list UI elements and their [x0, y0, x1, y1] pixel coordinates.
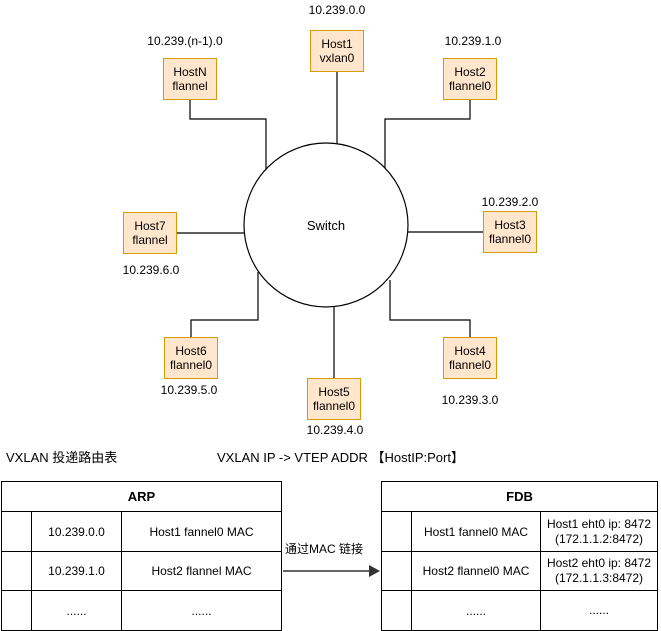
host-name: Host1	[321, 37, 353, 51]
fdb-table: FDB Host1 fannel0 MAC Host1 eht0 ip: 847…	[381, 481, 658, 631]
empty-cell	[1, 551, 32, 591]
host-node-host6: Host6 flannel0	[164, 337, 218, 379]
empty-cell	[1, 590, 32, 631]
arp-mac-cell: ......	[121, 590, 282, 631]
link-hostN-switch	[189, 100, 267, 170]
subnet-label-host4: 10.239.3.0	[441, 393, 499, 407]
caption-routing-table: VXLAN 投递路由表	[6, 450, 118, 465]
arp-mac-cell: Host2 flannel MAC	[121, 551, 282, 591]
table-row: Host2 flannel0 MAC Host2 eht0 ip: 8472 (…	[381, 551, 658, 591]
caption-vtep-mapping: VXLAN IP -> VTEP ADDR 【HostIP:Port】	[217, 450, 464, 465]
arp-mac-cell: Host1 fannel0 MAC	[121, 511, 282, 552]
host-name: Host7	[134, 219, 166, 233]
fdb-vtep-cell: Host1 eht0 ip: 8472 (172.1.1.2:8472)	[540, 511, 658, 552]
fdb-vtep-cell: Host2 eht0 ip: 8472 (172.1.1.3:8472)	[540, 551, 658, 591]
host-node-host5: Host5 flannel0	[307, 378, 361, 420]
mac-link-arrow-label: 通过MAC 链接	[285, 542, 364, 556]
subnet-label-host2: 10.239.1.0	[444, 34, 502, 48]
host-iface: flannel0	[448, 79, 492, 93]
host-name: Host6	[175, 344, 207, 358]
subnet-label-host7: 10.239.6.0	[122, 263, 180, 277]
arp-table-title: ARP	[1, 481, 282, 512]
host-name: Host4	[454, 344, 486, 358]
subnet-label-host1: 10.239.0.0	[308, 3, 366, 17]
host-node-host3: Host3 flannel0	[483, 211, 537, 253]
subnet-label-hostN: 10.239.(n-1).0	[147, 34, 223, 48]
host-name: Host2	[454, 65, 486, 79]
fdb-vtep-cell: ......	[540, 590, 658, 631]
host-iface: flannel	[172, 79, 208, 93]
link-host6-switch	[190, 272, 259, 337]
table-row: ...... ......	[1, 590, 282, 631]
host-iface: flannel0	[169, 358, 213, 372]
host-iface: flannel	[132, 233, 168, 247]
fdb-mac-cell: Host1 fannel0 MAC	[411, 511, 541, 552]
table-row: 10.239.1.0 Host2 flannel MAC	[1, 551, 282, 591]
host-name: Host3	[494, 218, 526, 232]
host-name: Host5	[318, 385, 350, 399]
host-iface: vxlan0	[319, 51, 355, 65]
host-node-host2: Host2 flannel0	[443, 58, 497, 100]
fdb-mac-cell: Host2 flannel0 MAC	[411, 551, 541, 591]
table-row: Host1 fannel0 MAC Host1 eht0 ip: 8472 (1…	[381, 511, 658, 552]
subnet-label-host3: 10.239.2.0	[481, 195, 539, 209]
host-iface: flannel0	[312, 399, 356, 413]
arp-ip-cell: 10.239.0.0	[31, 511, 122, 552]
empty-cell	[381, 590, 412, 631]
switch-circle	[243, 142, 409, 308]
fdb-table-title: FDB	[381, 481, 658, 512]
subnet-label-host6: 10.239.5.0	[160, 383, 218, 397]
host-node-host7: Host7 flannel	[123, 212, 177, 254]
subnet-label-host5: 10.239.4.0	[306, 423, 364, 437]
arp-ip-cell: 10.239.1.0	[31, 551, 122, 591]
fdb-mac-cell: ......	[411, 590, 541, 631]
host-node-host1: Host1 vxlan0	[310, 30, 364, 72]
table-row: 10.239.0.0 Host1 fannel0 MAC	[1, 511, 282, 552]
host-name: HostN	[173, 65, 207, 79]
empty-cell	[381, 551, 412, 591]
host-node-host4: Host4 flannel0	[443, 337, 497, 379]
switch-label: Switch	[306, 218, 346, 233]
arp-table: ARP 10.239.0.0 Host1 fannel0 MAC 10.239.…	[1, 481, 282, 631]
host-iface: flannel0	[488, 232, 532, 246]
mac-link-arrow	[283, 565, 380, 577]
empty-cell	[1, 511, 32, 552]
link-host2-switch	[384, 100, 471, 168]
empty-cell	[381, 511, 412, 552]
link-host4-switch	[389, 280, 471, 337]
host-iface: flannel0	[448, 358, 492, 372]
host-node-hostN: HostN flannel	[163, 58, 217, 100]
arp-ip-cell: ......	[31, 590, 122, 631]
table-row: ...... ......	[381, 590, 658, 631]
